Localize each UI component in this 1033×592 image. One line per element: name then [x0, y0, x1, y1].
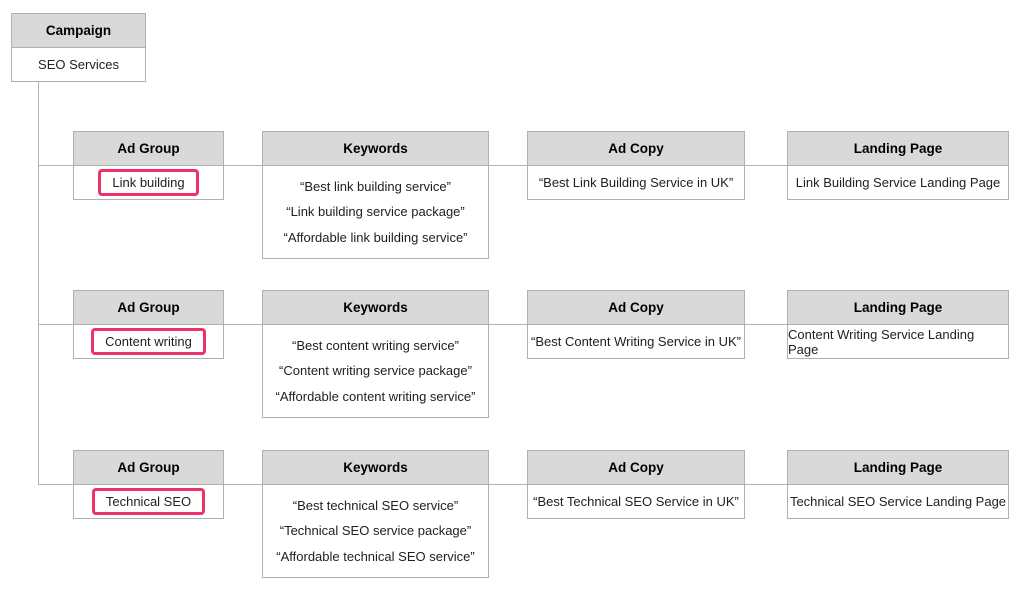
- landing-header: Landing Page: [788, 451, 1008, 485]
- adgroup-name-highlight: Link building: [98, 169, 199, 196]
- keywords-body: “Best link building service” “Link build…: [263, 166, 488, 258]
- adcopy-header: Ad Copy: [528, 132, 744, 166]
- landing-body: Link Building Service Landing Page: [795, 175, 1001, 190]
- keywords-body: “Best content writing service” “Content …: [263, 325, 488, 417]
- keywords-header: Keywords: [263, 451, 488, 485]
- adcopy-body: “Best Content Writing Service in UK”: [531, 334, 741, 349]
- adgroup-body: Technical SEO: [74, 485, 223, 518]
- keywords-body: “Best technical SEO service” “Technical …: [263, 485, 488, 577]
- keywords-header: Keywords: [263, 132, 488, 166]
- keyword-item: “Content writing service package”: [279, 363, 472, 379]
- connector-row2-adgroup-keywords: [224, 324, 262, 325]
- adgroup-box-link-building: Ad Group Link building: [73, 131, 224, 200]
- keyword-item: “Technical SEO service package”: [279, 523, 472, 539]
- landing-header: Landing Page: [788, 132, 1008, 166]
- landing-body: Content Writing Service Landing Page: [788, 326, 975, 357]
- adgroup-box-technical-seo: Ad Group Technical SEO: [73, 450, 224, 519]
- landing-box-technical-seo: Landing Page Technical SEO Service Landi…: [787, 450, 1009, 519]
- connector-row2-keywords-adcopy: [489, 324, 527, 325]
- adgroup-body: Link building: [74, 166, 223, 199]
- adcopy-body: “Best Technical SEO Service in UK”: [533, 494, 739, 509]
- connector-row2-branch: [38, 324, 73, 325]
- adcopy-box-content-writing: Ad Copy “Best Content Writing Service in…: [527, 290, 745, 359]
- connector-trunk: [38, 80, 39, 484]
- connector-row3-keywords-adcopy: [489, 484, 527, 485]
- keyword-item: “Link building service package”: [286, 204, 465, 220]
- adcopy-body: “Best Link Building Service in UK”: [538, 175, 734, 190]
- adgroup-header: Ad Group: [74, 291, 223, 325]
- connector-row2-adcopy-landing: [745, 324, 787, 325]
- keyword-item: “Affordable link building service”: [283, 229, 468, 245]
- keyword-item: “Affordable content writing service”: [275, 388, 476, 404]
- adcopy-box-link-building: Ad Copy “Best Link Building Service in U…: [527, 131, 745, 200]
- adgroup-body: Content writing: [74, 325, 223, 358]
- keywords-box-technical-seo: Keywords “Best technical SEO service” “T…: [262, 450, 489, 578]
- keywords-header: Keywords: [263, 291, 488, 325]
- adgroup-box-content-writing: Ad Group Content writing: [73, 290, 224, 359]
- connector-row1-keywords-adcopy: [489, 165, 527, 166]
- landing-box-link-building: Landing Page Link Building Service Landi…: [787, 131, 1009, 200]
- adcopy-box-technical-seo: Ad Copy “Best Technical SEO Service in U…: [527, 450, 745, 519]
- keywords-box-link-building: Keywords “Best link building service” “L…: [262, 131, 489, 259]
- campaign-header: Campaign: [12, 14, 145, 48]
- adgroup-name-highlight: Technical SEO: [91, 488, 206, 515]
- connector-row1-adgroup-keywords: [224, 165, 262, 166]
- keyword-item: “Best link building service”: [299, 178, 451, 194]
- connector-row1-adcopy-landing: [745, 165, 787, 166]
- connector-row1-branch: [38, 165, 73, 166]
- adgroup-header: Ad Group: [74, 132, 223, 166]
- keywords-box-content-writing: Keywords “Best content writing service” …: [262, 290, 489, 418]
- landing-box-content-writing: Landing Page Content Writing Service Lan…: [787, 290, 1009, 359]
- keyword-item: “Best technical SEO service”: [292, 497, 459, 513]
- landing-body: Technical SEO Service Landing Page: [789, 494, 1007, 509]
- connector-row3-branch: [38, 484, 73, 485]
- landing-header: Landing Page: [788, 291, 1008, 325]
- adcopy-header: Ad Copy: [528, 291, 744, 325]
- campaign-name: SEO Services: [38, 57, 119, 72]
- adgroup-header: Ad Group: [74, 451, 223, 485]
- adcopy-header: Ad Copy: [528, 451, 744, 485]
- connector-row3-adgroup-keywords: [224, 484, 262, 485]
- keyword-item: “Affordable technical SEO service”: [276, 548, 475, 564]
- keyword-item: “Best content writing service”: [292, 337, 459, 353]
- connector-row3-adcopy-landing: [745, 484, 787, 485]
- adgroup-name-highlight: Content writing: [91, 328, 206, 355]
- campaign-box: Campaign SEO Services: [11, 13, 146, 82]
